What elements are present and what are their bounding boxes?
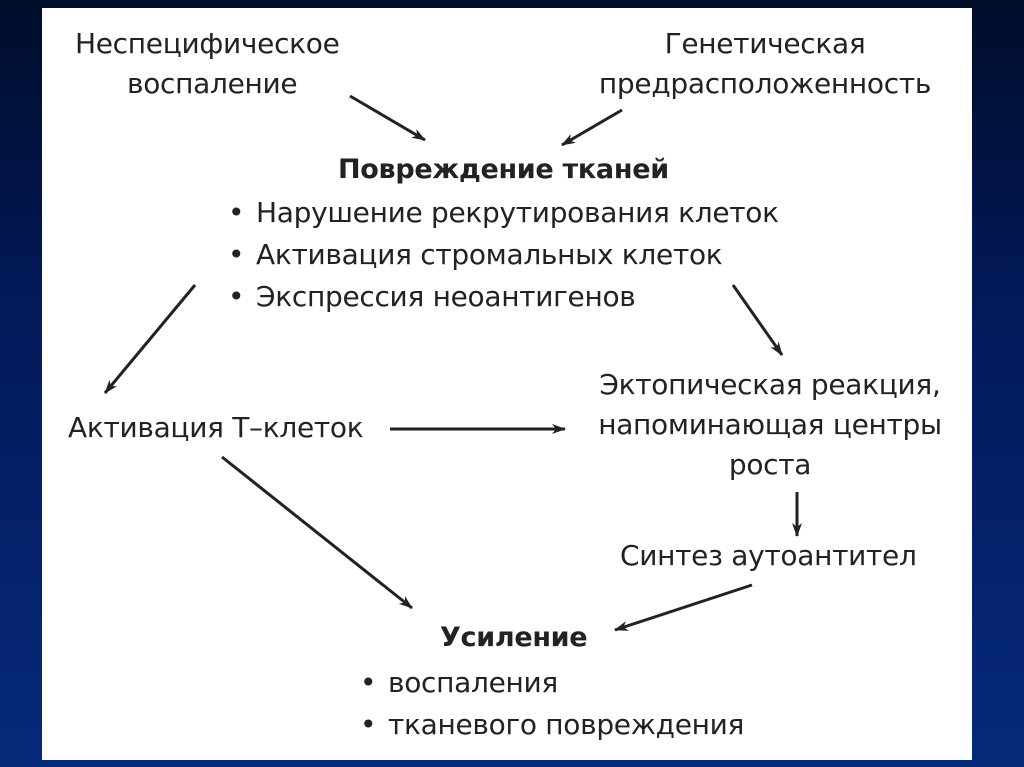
arrow-inflammation-to-damage: [349, 94, 426, 142]
tissue-damage-list: Нарушение рекрутирования клеток Активаци…: [228, 192, 779, 318]
arrow-t-cell-to-amplification: [221, 455, 413, 610]
amplification-list: воспаления тканевого повреждения: [360, 662, 744, 746]
amplification-item: воспаления: [360, 662, 744, 704]
ectopic-reaction-line-2: напоминающая центры: [598, 408, 942, 441]
t-cell-activation-node: Активация Т–клеток: [68, 411, 364, 444]
tissue-damage-item: Экспрессия неоантигенов: [228, 276, 779, 318]
autoantibody-synthesis-node: Синтез аутоантител: [620, 539, 917, 572]
arrow-genetic-to-damage: [561, 108, 623, 147]
tissue-damage-item: Нарушение рекрутирования клеток: [228, 192, 779, 234]
nonspecific-inflammation-node: Неспецифическое воспаление: [75, 24, 340, 104]
ectopic-reaction-line-3: роста: [728, 448, 812, 481]
arrow-damage-to-ectopic: [731, 284, 784, 356]
amplification-item: тканевого повреждения: [360, 704, 744, 746]
arrow-damage-to-t-cell: [103, 284, 197, 394]
genetic-predisposition-line-1: Генетическая: [664, 27, 866, 60]
slide-frame: [42, 8, 972, 760]
nonspecific-inflammation-line-2: воспаление: [127, 67, 298, 100]
amplification-title: Усиление: [440, 622, 588, 653]
tissue-damage-title: Повреждение тканей: [338, 154, 669, 185]
arrow-synthesis-to-amplification: [614, 583, 753, 632]
ectopic-reaction-node: Эктопическая реакция, напоминающая центр…: [575, 365, 965, 485]
nonspecific-inflammation-line-1: Неспецифическое: [75, 27, 340, 60]
ectopic-reaction-line-1: Эктопическая реакция,: [599, 368, 941, 401]
genetic-predisposition-node: Генетическая предрасположенность: [575, 24, 955, 104]
tissue-damage-item: Активация стромальных клеток: [228, 234, 779, 276]
genetic-predisposition-line-2: предрасположенность: [598, 67, 932, 100]
